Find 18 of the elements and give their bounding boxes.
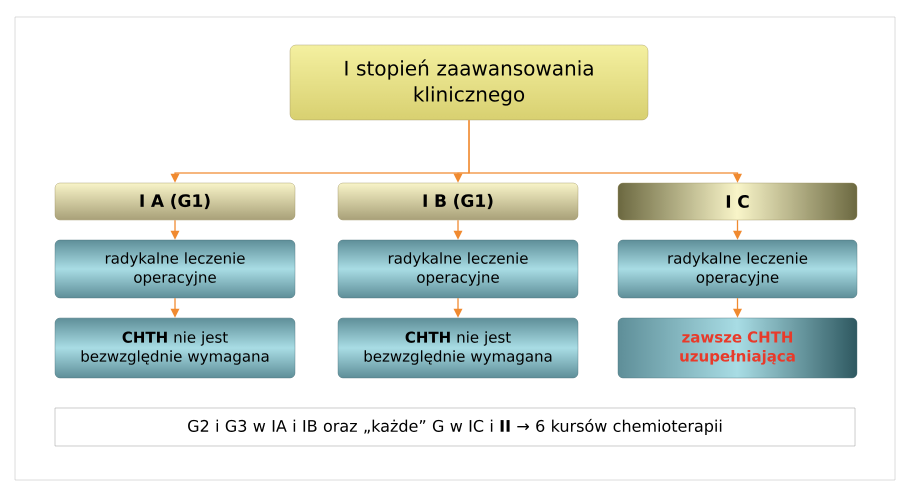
treatment-box: radykalne leczenie operacyjne xyxy=(618,240,858,298)
treatment-box: radykalne leczenie operacyjne xyxy=(338,240,578,298)
arrow xyxy=(454,220,462,240)
substage-box: I B (G1) xyxy=(338,182,578,220)
chemotherapy-box: CHTH nie jest bezwzględnie wymagana xyxy=(54,318,296,378)
arrow xyxy=(733,298,742,318)
arrow xyxy=(170,220,180,240)
treatment-box: radykalne leczenie operacyjne xyxy=(54,240,296,298)
stage-box: I stopień zaawansowania klinicznego xyxy=(290,44,648,120)
arrow xyxy=(454,298,462,318)
substage-box: I A (G1) xyxy=(54,182,296,220)
note-box: G2 i G3 w IA i IB oraz „każde” G w IC i II → 6 kursów chemioterapii xyxy=(54,408,856,446)
arrow xyxy=(468,120,742,183)
arrow xyxy=(170,298,180,318)
chemotherapy-box: CHTH nie jest bezwzględnie wymagana xyxy=(338,318,578,378)
substage-box: I C xyxy=(618,182,858,220)
chemotherapy-box: zawsze CHTH uzupełniająca xyxy=(618,318,858,378)
arrow xyxy=(733,220,742,240)
